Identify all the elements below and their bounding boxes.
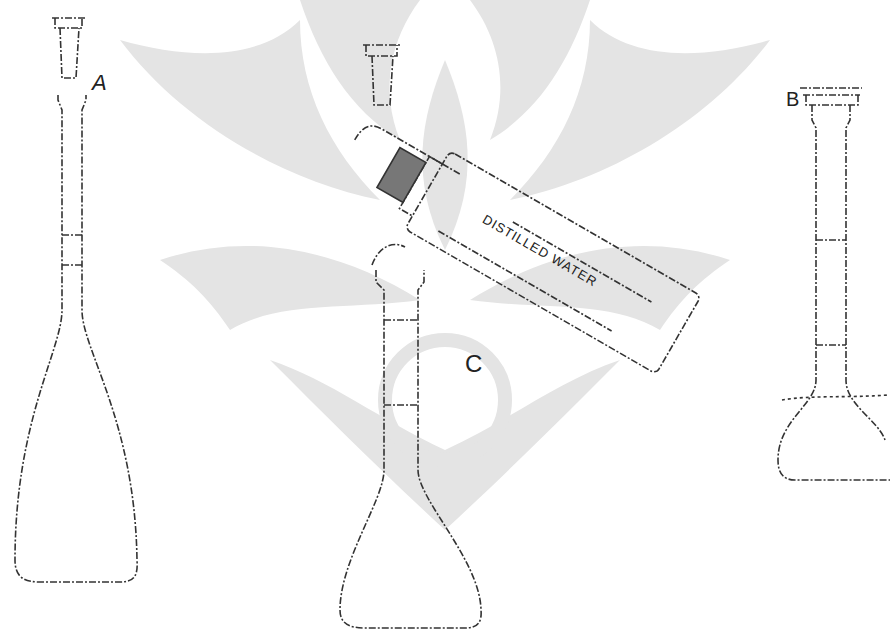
flask-label: B xyxy=(786,88,799,111)
watermark xyxy=(120,0,770,530)
spout-stream xyxy=(372,244,405,265)
wash-bottle xyxy=(329,107,701,374)
flask-label: A xyxy=(92,70,107,96)
volumetric-flask xyxy=(15,18,137,582)
volumetric-flask xyxy=(340,45,481,628)
flask-label: C xyxy=(465,350,482,378)
volumetric-flask xyxy=(778,88,890,480)
